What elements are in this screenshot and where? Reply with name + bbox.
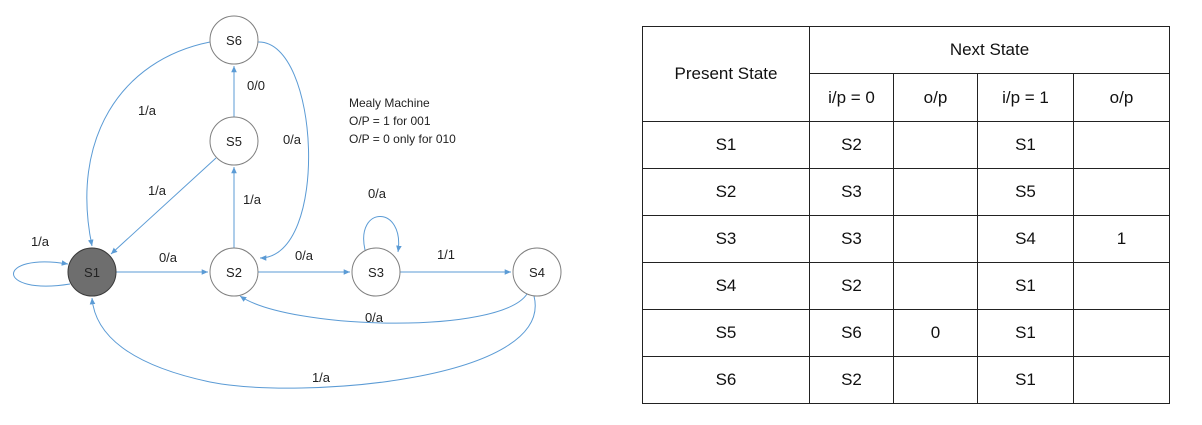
state-label-s1: S1: [84, 265, 100, 280]
output-ip1-cell: [1073, 168, 1170, 216]
transition-label-s3-s4: 1/1: [437, 247, 455, 262]
transition-label-s2-s5: 1/a: [243, 192, 262, 207]
state-node-s4: [512, 247, 562, 297]
output-ip1-cell: [1073, 309, 1170, 357]
table-subheader-row: i/p = 0 o/p i/p = 1 o/p: [643, 73, 1170, 122]
state-label-s6: S6: [226, 33, 242, 48]
table-row: S4 S2 S1: [642, 262, 1170, 310]
transition-arrow-s3-s3: [363, 216, 402, 253]
state-node-s3: [351, 247, 401, 297]
next-state-ip0-cell: S3: [809, 215, 894, 263]
transition-arrow-s6-s1: [86, 41, 211, 247]
table-row: S1 S2 S1: [642, 121, 1170, 169]
subheader-ip1: i/p = 1: [977, 73, 1074, 122]
state-node-s5: [209, 116, 259, 166]
present-state-cell: S3: [642, 215, 810, 263]
next-state-ip0-cell: S2: [809, 262, 894, 310]
output-ip1-cell: [1073, 121, 1170, 169]
table-row: S6 S2 S1: [642, 356, 1170, 404]
output-ip0-cell: [893, 168, 978, 216]
next-state-header: Next State: [809, 26, 1170, 74]
output-ip0-cell: [893, 356, 978, 404]
transition-arrow-s5-s1: [110, 157, 217, 255]
next-state-ip0-cell: S3: [809, 168, 894, 216]
state-node-s2: [209, 247, 259, 297]
next-state-ip1-cell: S1: [977, 262, 1074, 310]
next-state-ip0-cell: S2: [809, 356, 894, 404]
output-ip1-cell: [1073, 262, 1170, 310]
subheader-op1: o/p: [1073, 73, 1170, 122]
next-state-ip1-cell: S4: [977, 215, 1074, 263]
transition-arrow-s4-s1: [89, 295, 536, 389]
table-row: S5 S6 0 S1: [642, 309, 1170, 357]
output-ip1-cell: [1073, 356, 1170, 404]
state-label-s3: S3: [368, 265, 384, 280]
output-ip1-cell: 1: [1073, 215, 1170, 263]
next-state-ip0-cell: S2: [809, 121, 894, 169]
transition-label-s3-s3: 0/a: [368, 186, 387, 201]
state-node-s6: [209, 15, 259, 65]
next-state-ip1-cell: S1: [977, 121, 1074, 169]
output-ip0-cell: [893, 262, 978, 310]
present-state-cell: S6: [642, 356, 810, 404]
output-ip0-cell: [893, 215, 978, 263]
transition-label-s4-s1: 1/a: [312, 370, 331, 385]
state-node-s1: [67, 247, 117, 297]
note-title: Mealy Machine: [349, 96, 430, 110]
note-line-2: O/P = 0 only for 010: [349, 132, 456, 146]
transition-label-s5-s1: 1/a: [148, 183, 167, 198]
present-state-cell: S2: [642, 168, 810, 216]
table-header-row: Present State Next State: [642, 26, 1170, 122]
transition-label-s1-s2: 0/a: [159, 250, 178, 265]
note-line-1: O/P = 1 for 001: [349, 114, 431, 128]
transition-label-s5-s6: 0/0: [247, 78, 265, 93]
transition-label-s2-s3: 0/a: [295, 248, 314, 263]
present-state-header: Present State: [642, 26, 810, 122]
state-diagram: S1 S2 S3 S4 S5 S6 1/a 0/a 0/a 0/a 1/1 0/a 1/a 1/a 1/a…: [13, 15, 562, 389]
next-state-ip1-cell: S1: [977, 356, 1074, 404]
state-label-s2: S2: [226, 265, 242, 280]
table-row: S3 S3 S4 1: [642, 215, 1170, 263]
output-ip0-cell: [893, 121, 978, 169]
transition-arrow-s6-s2: [257, 41, 310, 261]
transition-arrow-s1-s1: [13, 260, 71, 287]
output-ip0-cell: 0: [893, 309, 978, 357]
present-state-cell: S1: [642, 121, 810, 169]
state-label-s4: S4: [529, 265, 545, 280]
subheader-ip0: i/p = 0: [809, 73, 894, 122]
table-row: S2 S3 S5: [642, 168, 1170, 216]
state-label-s5: S5: [226, 134, 242, 149]
subheader-op0: o/p: [893, 73, 978, 122]
transition-arrow-s4-s2: [239, 293, 528, 324]
present-state-cell: S5: [642, 309, 810, 357]
transition-label-s1-s1: 1/a: [31, 234, 50, 249]
transition-label-s4-s2: 0/a: [365, 310, 384, 325]
next-state-ip1-cell: S5: [977, 168, 1074, 216]
transition-label-s6-s1: 1/a: [138, 103, 157, 118]
next-state-ip0-cell: S6: [809, 309, 894, 357]
transition-label-s6-s2: 0/a: [283, 132, 302, 147]
present-state-cell: S4: [642, 262, 810, 310]
state-table: Present State Next State i/p = 0 o/p i/p…: [642, 26, 1170, 404]
next-state-ip1-cell: S1: [977, 309, 1074, 357]
